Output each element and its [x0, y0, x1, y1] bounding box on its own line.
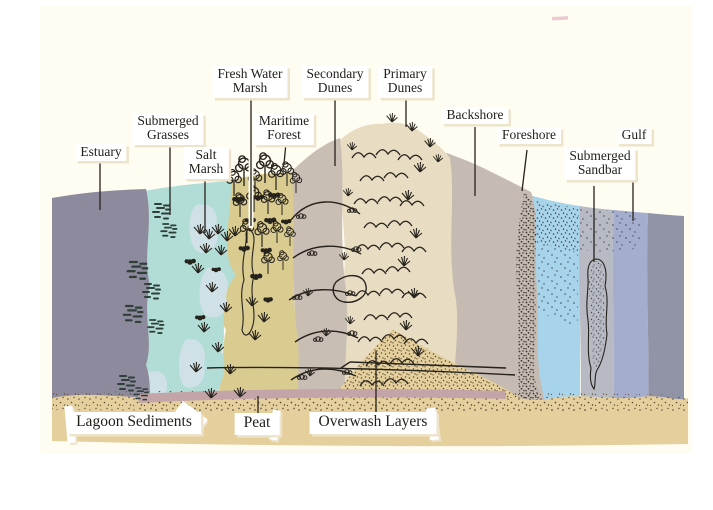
label-estuary: Estuary: [75, 144, 127, 162]
label-salt-marsh: Salt Marsh: [183, 147, 229, 179]
peat-band: [138, 389, 506, 403]
label-foreshore: Foreshore: [497, 127, 561, 145]
foreshore-speckles: [516, 193, 543, 410]
label-primary-dunes: Primary Dunes: [378, 66, 432, 98]
label-maritime-forest: Maritime Forest: [253, 113, 315, 145]
label-submerged-sandbar: Submerged Sandbar: [564, 148, 636, 180]
secondary-dunes-region: [288, 138, 348, 410]
label-secondary-dunes: Secondary Dunes: [301, 66, 369, 98]
label-overwash-layers: Overwash Layers: [309, 412, 437, 434]
label-gulf: Gulf: [616, 127, 652, 145]
label-fresh-water-marsh: Fresh Water Marsh: [212, 66, 288, 98]
secondary-dunes-drawing: [288, 201, 367, 381]
scan-artifact: [552, 16, 569, 21]
label-lagoon-sediments: Lagoon Sediments: [67, 412, 201, 434]
label-peat: Peat: [234, 413, 280, 435]
label-submerged-grasses: Submerged Grasses: [132, 113, 204, 145]
label-backshore: Backshore: [441, 107, 509, 125]
primary-dunes-region: [336, 122, 458, 410]
submerged-sandbar-drawing: [586, 258, 608, 391]
sand-lower-speckles: [140, 399, 600, 412]
estuary-region: [52, 189, 152, 410]
